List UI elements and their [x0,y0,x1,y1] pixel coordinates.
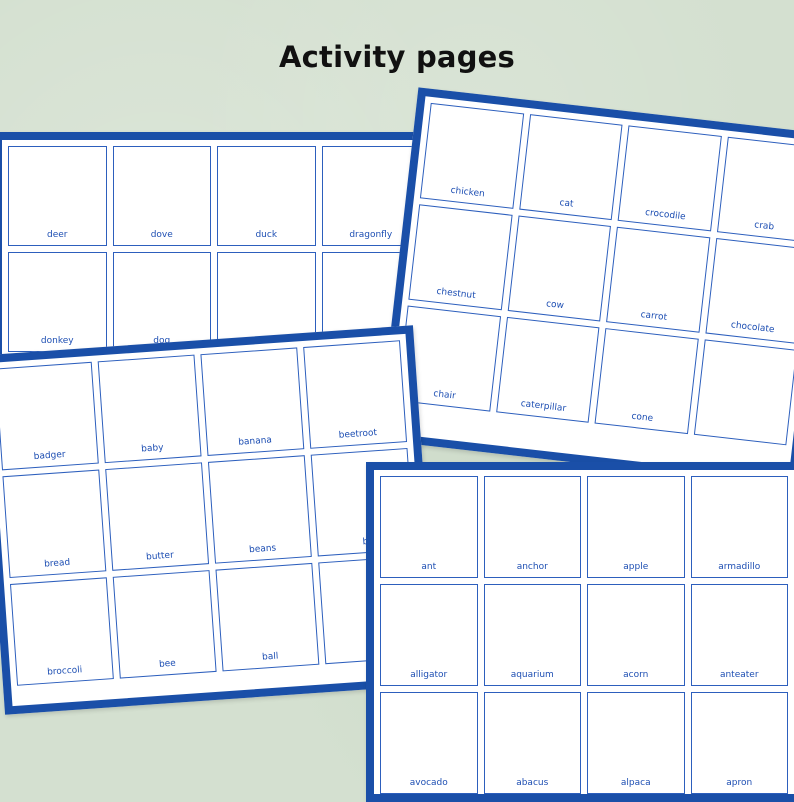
word-label: aquarium [511,670,554,685]
word-label: anchor [517,562,548,577]
word-card: avocado [380,692,478,794]
word-label: badger [33,450,66,467]
word-label: ant [421,562,436,577]
word-card: apple [587,476,685,578]
word-card: carrot [606,227,710,333]
word-card: cow [507,215,611,321]
word-label: duck [255,230,277,245]
word-label [740,434,741,439]
word-label: apple [623,562,648,577]
word-label: anteater [720,670,759,685]
word-label: abacus [516,778,548,793]
word-card: cone [595,328,699,434]
word-label: carrot [639,310,667,328]
word-label: butter [146,551,175,568]
word-label: chestnut [435,287,476,306]
page-title: Activity pages [0,40,794,74]
word-label: bee [159,659,177,675]
word-card: alpaca [587,692,685,794]
word-label: bread [44,558,71,575]
word-card: acorn [587,584,685,686]
word-card: dove [113,146,212,246]
word-card: beetroot [303,340,407,449]
word-label: dove [151,230,173,245]
word-label: avocado [410,778,448,793]
word-label: cow [545,299,564,316]
word-label: beans [249,543,277,560]
word-card: bee [113,570,217,679]
word-label: chair [432,389,456,406]
word-card: ant [380,476,478,578]
word-label: caterpillar [520,399,567,419]
activity-sheet-a: ant anchor apple armadillo alligator aqu… [366,462,794,802]
activity-sheet-c: chicken cat crocodile crab chestnut cow … [378,87,794,487]
word-card: banana [200,347,304,456]
word-card: crab [716,137,794,243]
word-card: alligator [380,584,478,686]
word-label: acorn [623,670,648,685]
word-card [693,339,794,445]
word-card: cat [519,114,623,220]
word-card: anchor [484,476,582,578]
word-label: baby [141,443,164,460]
word-card: dog [113,252,212,352]
word-label: dragonfly [349,230,392,245]
word-label: alpaca [621,778,651,793]
word-label: armadillo [718,562,760,577]
word-card: chicken [420,103,524,209]
word-label: ball [262,652,279,668]
word-card: broccoli [10,577,114,686]
word-card: badger [0,362,99,471]
word-label: apron [726,778,752,793]
word-label: broccoli [47,665,83,682]
word-label: crab [753,220,774,237]
word-label: alligator [410,670,447,685]
word-card: bread [2,470,106,579]
word-card: armadillo [691,476,789,578]
word-card: aquarium [484,584,582,686]
word-label: cat [558,198,574,214]
word-card: baby [98,355,202,464]
word-card: deer [8,146,107,246]
word-card: ball [215,563,319,672]
word-card: abacus [484,692,582,794]
word-label: banana [238,435,273,452]
word-card: beans [208,455,312,564]
word-label: cone [630,412,653,429]
word-label: deer [47,230,68,245]
word-label: crocodile [644,208,686,228]
word-label: beetroot [338,428,377,446]
word-card: donkey [8,252,107,352]
word-card: butter [105,462,209,571]
word-label: chocolate [730,320,775,340]
word-card: anteater [691,584,789,686]
word-card: apron [691,692,789,794]
word-card: chocolate [705,238,794,344]
word-card: duck [217,146,316,246]
word-card: chestnut [408,204,512,310]
word-card: caterpillar [496,317,600,423]
word-label: chicken [449,186,485,205]
word-card: crocodile [618,125,722,231]
